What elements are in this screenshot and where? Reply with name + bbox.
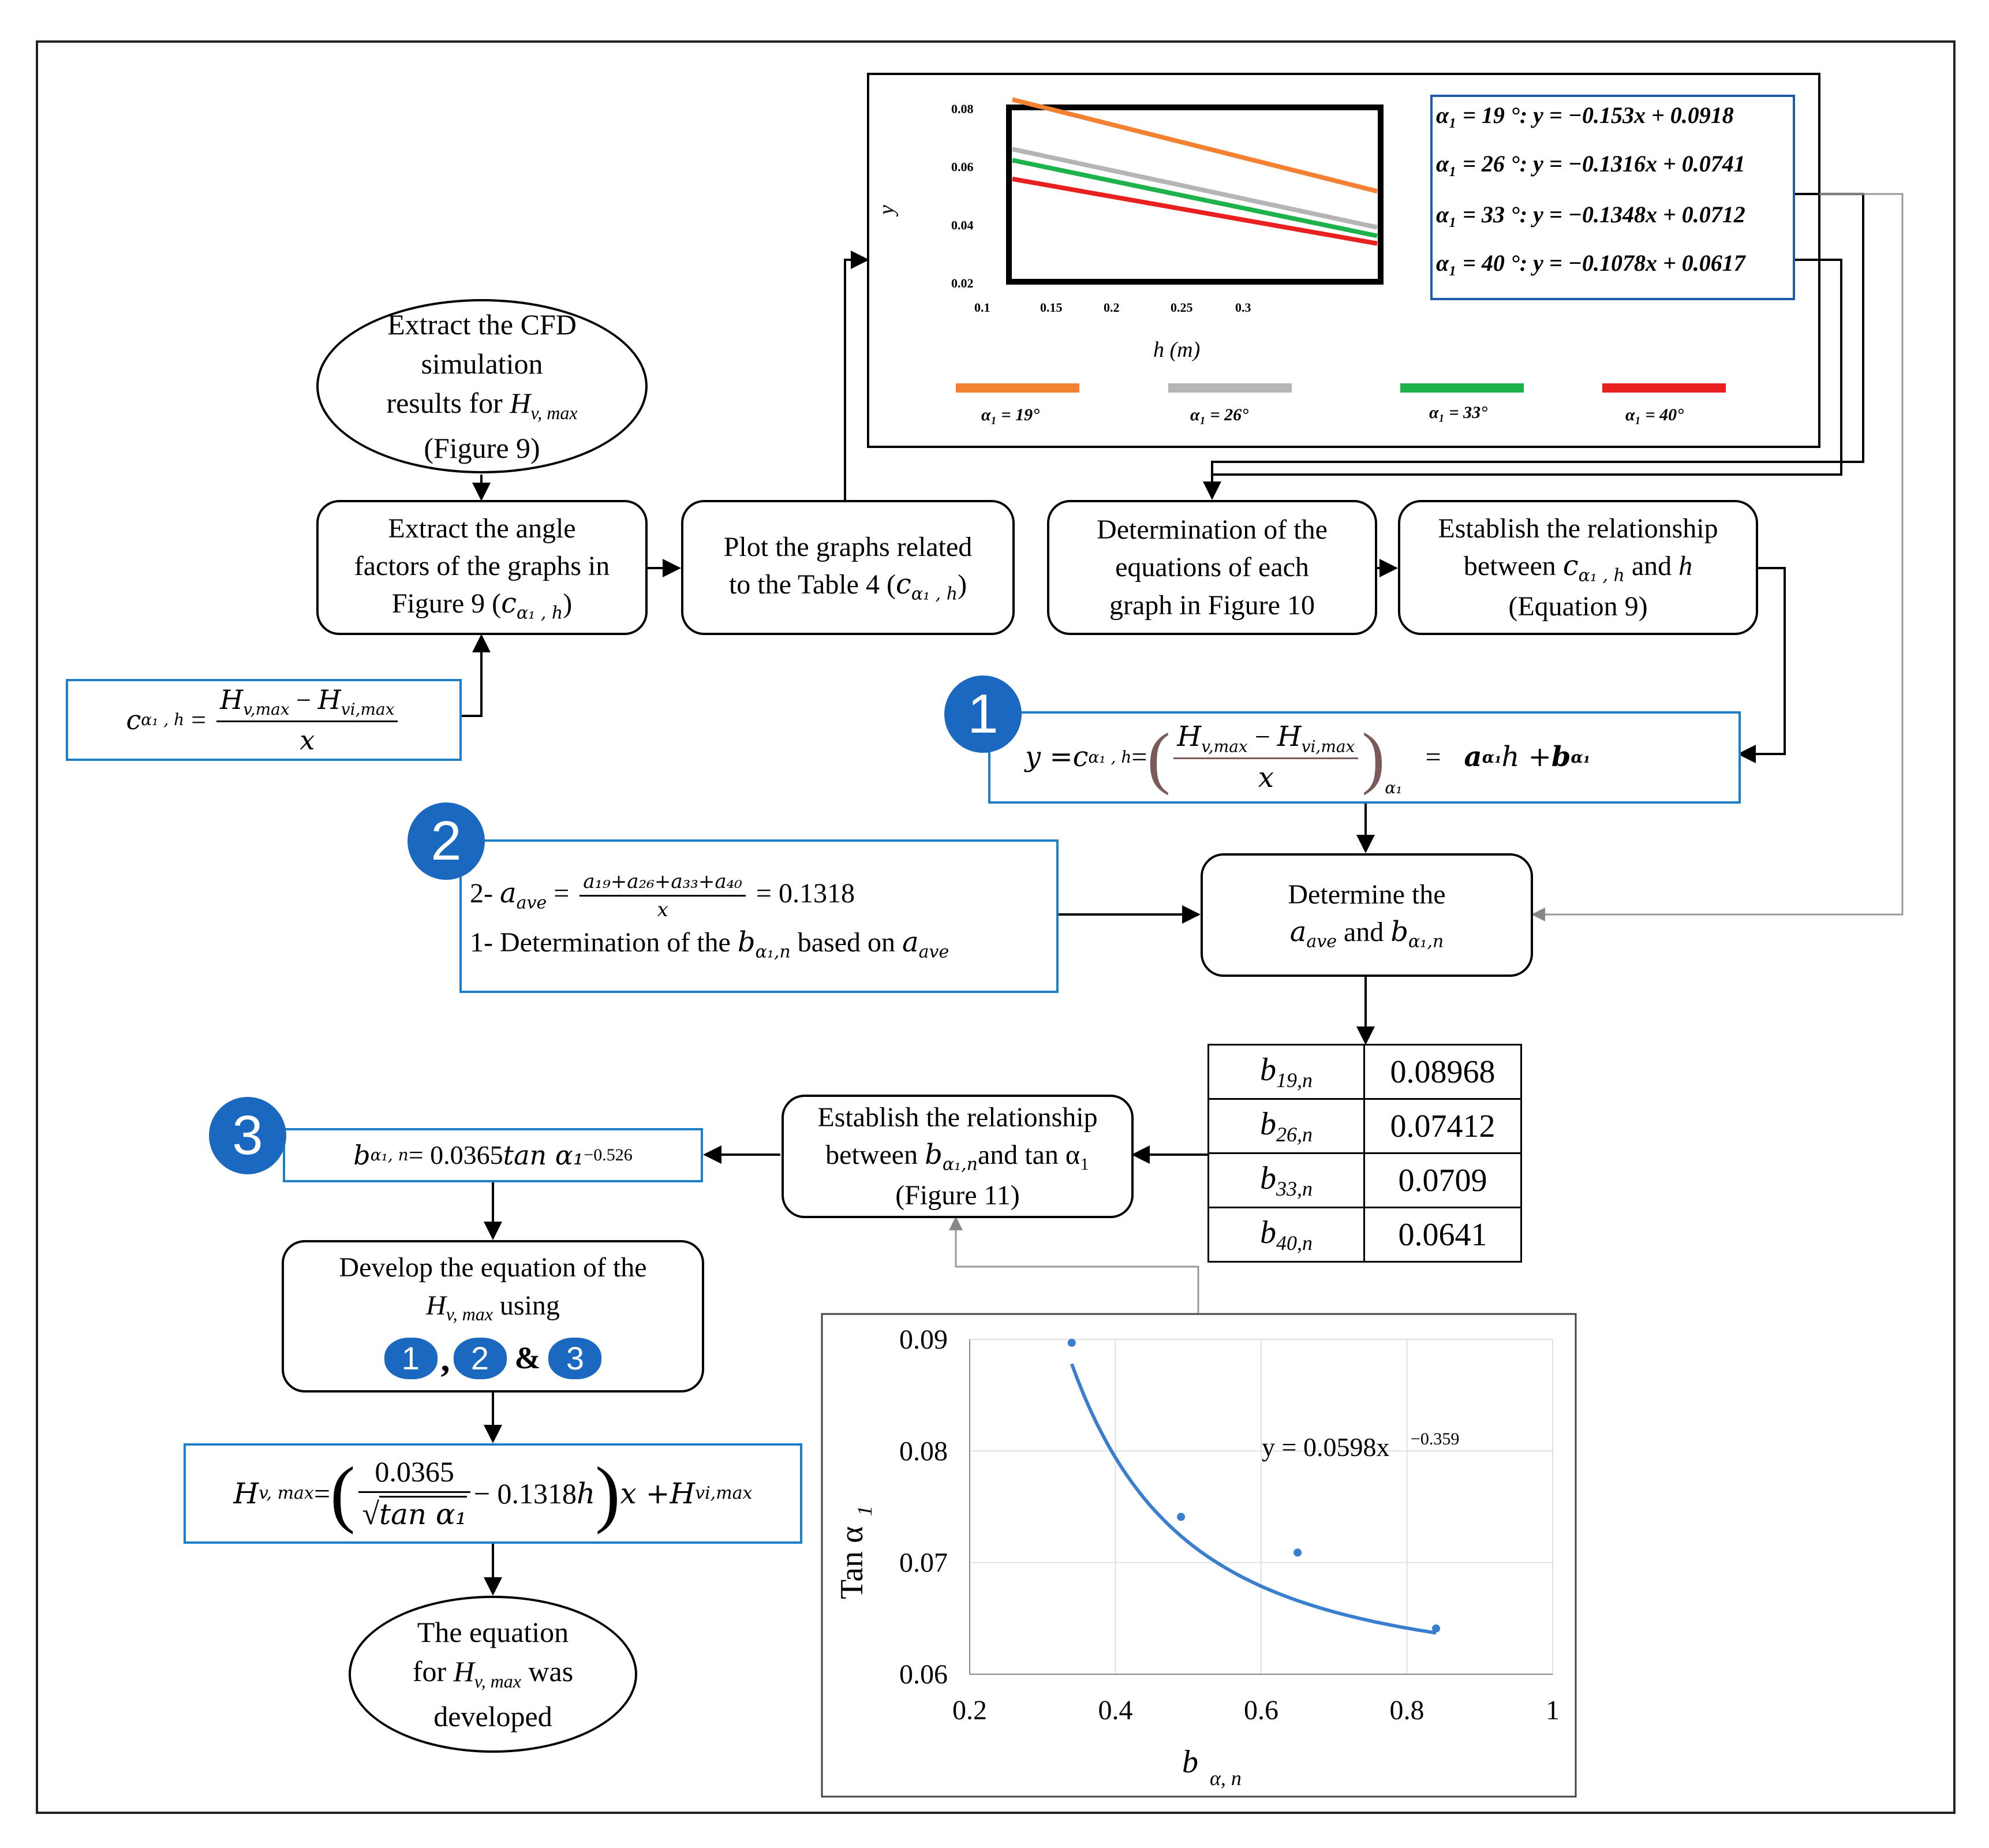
x-tick-label-2: 0.6 — [1244, 1695, 1278, 1726]
trendline-label: y = 0.0598x — [1262, 1432, 1389, 1462]
badge-3-small: 3 — [548, 1338, 602, 1380]
chart-tan-vs-b: 0.2 0.4 0.6 0.8 1 0.06 0.07 0.08 0.09 y = 0.0598x… — [834, 1324, 1560, 1790]
develop-equation-box: Develop the equation of the Hv, max usin… — [282, 1240, 704, 1392]
table-cell-value: 0.0709 — [1363, 1152, 1522, 1208]
arrow-plot-to-chart — [844, 251, 869, 500]
y-tick-label-1: 0.07 — [899, 1548, 948, 1578]
legend-swatch-0 — [956, 383, 1079, 393]
equation-19: α₁ = 19 °: y = −0.153x + 0.0918 — [1436, 102, 1734, 128]
table-cell-value: 0.07412 — [1363, 1098, 1522, 1154]
y-axis-label: y — [874, 205, 899, 217]
determination-box: Determination of the equations of each g… — [1047, 500, 1377, 635]
start-oval: Extract the CFD simulation results for H… — [316, 299, 648, 473]
badge-2: 2 — [407, 802, 485, 880]
data-point-0 — [1067, 1338, 1076, 1347]
table-cell-label: b19,n — [1207, 1044, 1365, 1100]
table-cell-label: b40,n — [1207, 1207, 1365, 1263]
data-point-2 — [1293, 1548, 1302, 1557]
legend-swatch-2 — [1400, 383, 1524, 393]
arrow-cdef-to-extract — [462, 634, 491, 717]
equation-26: α₁ = 26 °: y = −0.1316x + 0.0741 — [1436, 151, 1745, 177]
y-tick-label-2: 0.08 — [899, 1436, 948, 1466]
y-tick-label-0: 0.06 — [899, 1659, 948, 1690]
c-def-fraction: Hv,max − Hvi,max x — [216, 682, 398, 759]
y-tick-label-2: 0.06 — [951, 160, 974, 174]
equation-33: α₁ = 33 °: y = −0.1348x + 0.0712 — [1436, 201, 1745, 227]
y-axis-label: Tan α — [834, 1526, 870, 1600]
series-line-3 — [1012, 177, 1378, 246]
start-line1: Extract the CFD — [387, 308, 577, 341]
legend-26: α₁ = 26° — [1190, 405, 1249, 424]
extract-angle-box: Extract the angle factors of the graphs … — [316, 500, 648, 635]
series-line-0 — [1012, 97, 1378, 194]
chart1-plot-area — [1006, 104, 1384, 285]
end-oval: The equation for Hv, max was developed — [349, 1596, 637, 1753]
arrow-establish-to-eq1 — [1737, 567, 1786, 763]
arrow-eqbox-to-determination-b — [1212, 259, 1842, 476]
x-tick-label-4: 0.3 — [1235, 300, 1251, 315]
determine-ave-box: Determine the aave and bα₁,n — [1201, 853, 1533, 977]
legend-40: α₁ = 40° — [1625, 405, 1684, 424]
y-tick-label-3: 0.09 — [899, 1324, 948, 1355]
arrow-gray-chart2-to-establish-tan — [949, 1216, 1199, 1313]
line-equations-box: α₁ = 19 °: y = −0.153x + 0.0918 α₁ = 26 … — [1430, 95, 1795, 300]
x-tick-label-0: 0.1 — [974, 300, 990, 315]
chart-y-vs-h: 0.02 0.04 0.06 0.08 0.1 0.15 0.2 0.25 0.3 y h (m) — [874, 97, 1726, 393]
badge-1-small: 1 — [384, 1338, 438, 1380]
establish-relationship-tan-box: Establish the relationship between bα₁,n… — [782, 1095, 1134, 1218]
legend-swatch-1 — [1168, 383, 1292, 393]
legend-19: α₁ = 19° — [981, 405, 1040, 424]
legend-swatch-3 — [1602, 383, 1726, 393]
x-axis-label-sub: α, n — [1210, 1767, 1242, 1790]
data-point-3 — [1432, 1624, 1440, 1633]
badge-2-small: 2 — [453, 1338, 507, 1380]
legend-33: α₁ = 33° — [1429, 403, 1488, 422]
equation-40: α₁ = 40 °: y = −0.1078x + 0.0617 — [1436, 250, 1745, 276]
chart2-frame — [821, 1313, 1577, 1798]
series-line-1 — [1012, 147, 1378, 230]
table-cell-label: b33,n — [1207, 1152, 1365, 1208]
arrow-gray-chart-to-determine — [1531, 193, 1904, 921]
table-cell-value: 0.08968 — [1363, 1044, 1522, 1100]
data-point-1 — [1177, 1513, 1186, 1521]
x-axis-label: h (m) — [1153, 338, 1200, 362]
x-tick-label-0: 0.2 — [952, 1695, 987, 1726]
badge-1: 1 — [944, 675, 1022, 753]
x-tick-label-3: 0.8 — [1390, 1695, 1425, 1726]
x-tick-label-2: 0.2 — [1104, 300, 1120, 315]
y-tick-label-1: 0.04 — [951, 218, 974, 232]
series-line-2 — [1012, 158, 1378, 238]
start-line2: simulation — [421, 348, 543, 380]
badge-3: 3 — [209, 1097, 286, 1174]
table-cell-label: b26,n — [1207, 1098, 1365, 1154]
trendline — [1070, 1363, 1437, 1635]
figure-border — [36, 40, 1956, 1814]
x-tick-label-1: 0.15 — [1040, 300, 1063, 315]
table-cell-value: 0.0641 — [1363, 1207, 1522, 1263]
x-tick-label-3: 0.25 — [1171, 300, 1193, 315]
y-tick-label-3: 0.08 — [951, 102, 974, 116]
x-tick-label-4: 1 — [1546, 1695, 1560, 1726]
plot-graphs-box: Plot the graphs related to the Table 4 (… — [681, 500, 1015, 635]
x-tick-label-1: 0.4 — [1098, 1695, 1133, 1726]
y-axis-label-sub: 1 — [853, 1506, 876, 1516]
trendline-exponent: −0.359 — [1411, 1429, 1459, 1448]
establish-relationship-h-box: Establish the relationship between cα₁ ,… — [1398, 500, 1758, 635]
start-line3: results for Hv, max — [386, 387, 578, 424]
start-line4: (Figure 9) — [424, 431, 540, 464]
x-axis-label: b — [1182, 1744, 1198, 1780]
y-tick-label-0: 0.02 — [951, 276, 974, 290]
